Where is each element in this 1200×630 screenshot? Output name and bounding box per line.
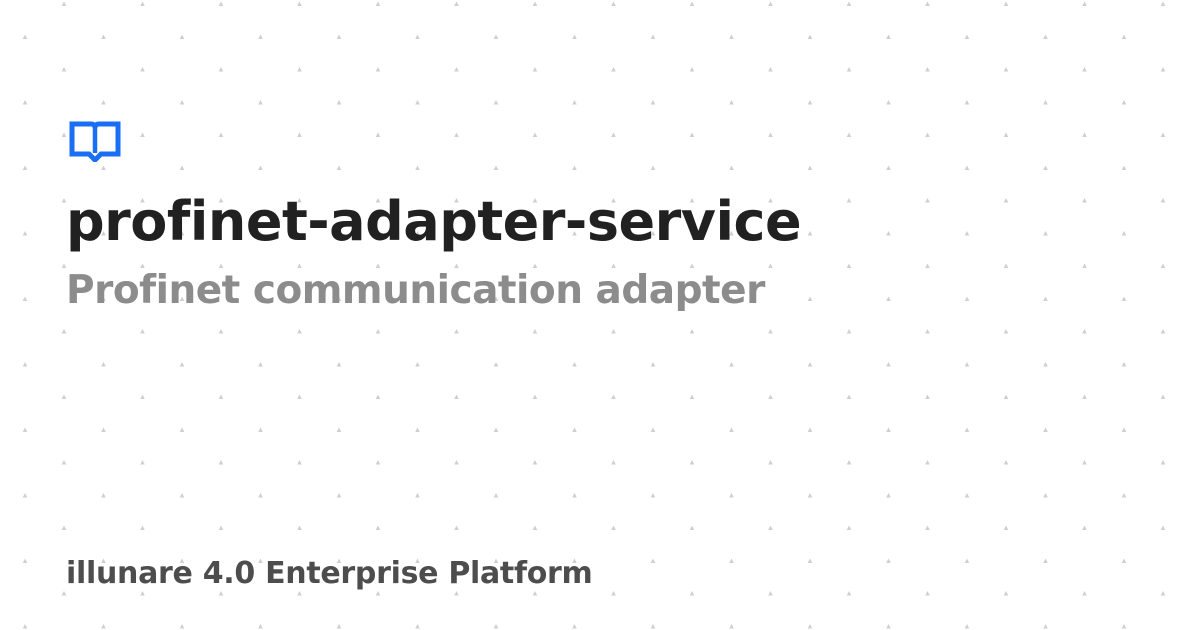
open-book-icon [69,121,121,162]
page-subtitle: Profinet communication adapter [66,268,765,313]
platform-footer: illunare 4.0 Enterprise Platform [66,556,593,591]
page-title: profinet-adapter-service [66,190,802,253]
